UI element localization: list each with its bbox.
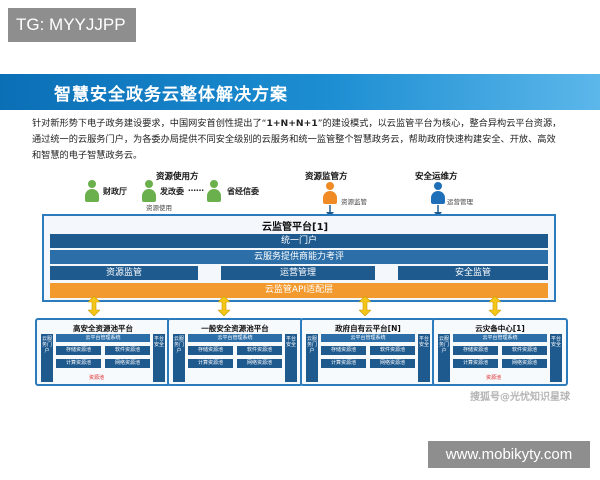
pool-software: 软件资源池	[370, 346, 415, 355]
pool-mgmt-system: 云平台管理系统	[56, 334, 150, 342]
pool-software: 软件资源池	[502, 346, 547, 355]
pool-compute: 计算资源池	[188, 359, 233, 368]
double-arrow-icon	[218, 296, 230, 316]
top-tag: TG: MYYJJPP	[8, 8, 136, 42]
pool-storage: 存储资源池	[453, 346, 498, 355]
person-label-economy: 省经信委	[227, 187, 259, 196]
intro-line1-post: ”的建设模式，以云监管平台为核心，整合异构云平台资源，	[317, 118, 562, 129]
pool-storage: 存储资源池	[321, 346, 366, 355]
pool-tag: 资源池	[89, 375, 105, 381]
unified-portal-bar: 统一门户	[50, 234, 548, 248]
pool-security-bar: 平台安全	[153, 334, 165, 382]
resource-supervision-label: 资源监管	[341, 198, 367, 206]
resource-pool-general-security: 一般安全资源池平台 云服务门户 平台安全 云平台管理系统 存储资源池 软件资源池…	[167, 318, 303, 386]
api-adapter-layer-bar: 云监管API适配层	[50, 283, 548, 298]
module-security-supervision: 安全监管	[398, 266, 548, 280]
resource-pool-government-cloud: 政府自有云平台[N] 云服务门户 平台安全 云平台管理系统 存储资源池 软件资源…	[300, 318, 436, 386]
person-icon	[206, 180, 222, 202]
pool-network: 网络资源池	[237, 359, 282, 368]
pool-network: 网络资源池	[502, 359, 547, 368]
pool-mgmt-system: 云平台管理系统	[321, 334, 415, 342]
pool-title: 一般安全资源池平台	[201, 324, 269, 333]
watermark: 搜狐号@光忧知识星球	[470, 392, 570, 403]
site-url-tag: www.mobikyty.com	[428, 441, 590, 468]
pool-mgmt-system: 云平台管理系统	[188, 334, 282, 342]
person-icon	[141, 180, 157, 202]
title-band	[0, 74, 600, 110]
double-arrow-icon	[359, 296, 371, 316]
intro-line2: 通过统一的云服务门户，为各委办局提供不同安全级别的云服务和统一监管整个智慧政务云…	[32, 134, 556, 145]
resource-use-label: 资源使用	[146, 204, 172, 212]
intro-line1-pre: 针对新形势下电子政务建设要求，中国网安首创性提出了“	[32, 118, 267, 129]
intro-paragraph: 针对新形势下电子政务建设要求，中国网安首创性提出了“1+N+N+1”的建设模式，…	[32, 116, 580, 164]
provider-evaluation-bar: 云服务提供商能力考评	[50, 250, 548, 264]
intro-line3: 和智慧的电子智慧政务云。	[32, 150, 143, 161]
pool-storage: 存储资源池	[188, 346, 233, 355]
double-arrow-icon	[88, 296, 100, 316]
pool-compute: 计算资源池	[453, 359, 498, 368]
resource-users-title: 资源使用方	[156, 172, 199, 182]
pool-storage: 存储资源池	[56, 346, 101, 355]
security-ops-title: 安全运维方	[415, 172, 458, 182]
pool-portal-bar: 云服务门户	[306, 334, 318, 382]
module-resource-supervision: 资源监管	[50, 266, 198, 280]
pool-software: 软件资源池	[237, 346, 282, 355]
pool-portal-bar: 云服务门户	[438, 334, 450, 382]
pool-title: 高安全资源池平台	[73, 324, 133, 333]
pool-title: 政府自有云平台[N]	[335, 324, 401, 333]
pool-title: 云灾备中心[1]	[475, 324, 525, 333]
pool-tag: 资源池	[486, 375, 502, 381]
pool-compute: 计算资源池	[56, 359, 101, 368]
pool-security-bar: 平台安全	[418, 334, 430, 382]
pool-network: 网络资源池	[105, 359, 150, 368]
resource-pool-high-security: 高安全资源池平台 云服务门户 平台安全 云平台管理系统 存储资源池 软件资源池 …	[35, 318, 171, 386]
pool-software: 软件资源池	[105, 346, 150, 355]
resource-supervisor-title: 资源监管方	[305, 172, 348, 182]
ops-management-label: 运营管理	[447, 198, 473, 206]
double-arrow-icon	[489, 296, 501, 316]
person-icon	[430, 182, 446, 204]
ellipsis-label: ……	[188, 184, 204, 193]
pool-portal-bar: 云服务门户	[41, 334, 53, 382]
person-label-finance: 财政厅	[103, 187, 127, 196]
pool-security-bar: 平台安全	[285, 334, 297, 382]
pool-network: 网络资源池	[370, 359, 415, 368]
platform-title: 云监管平台[1]	[262, 222, 329, 233]
pool-compute: 计算资源池	[321, 359, 366, 368]
pool-security-bar: 平台安全	[550, 334, 562, 382]
person-label-ndrc: 发改委	[160, 187, 184, 196]
module-operation-management: 运营管理	[221, 266, 375, 280]
page-title: 智慧安全政务云整体解决方案	[54, 85, 288, 105]
pool-portal-bar: 云服务门户	[173, 334, 185, 382]
pool-mgmt-system: 云平台管理系统	[453, 334, 547, 342]
person-icon	[322, 182, 338, 204]
intro-line1-bold: 1+N+N+1	[266, 118, 318, 129]
resource-pool-disaster-recovery: 云灾备中心[1] 云服务门户 平台安全 云平台管理系统 存储资源池 软件资源池 …	[432, 318, 568, 386]
person-icon	[84, 180, 100, 202]
